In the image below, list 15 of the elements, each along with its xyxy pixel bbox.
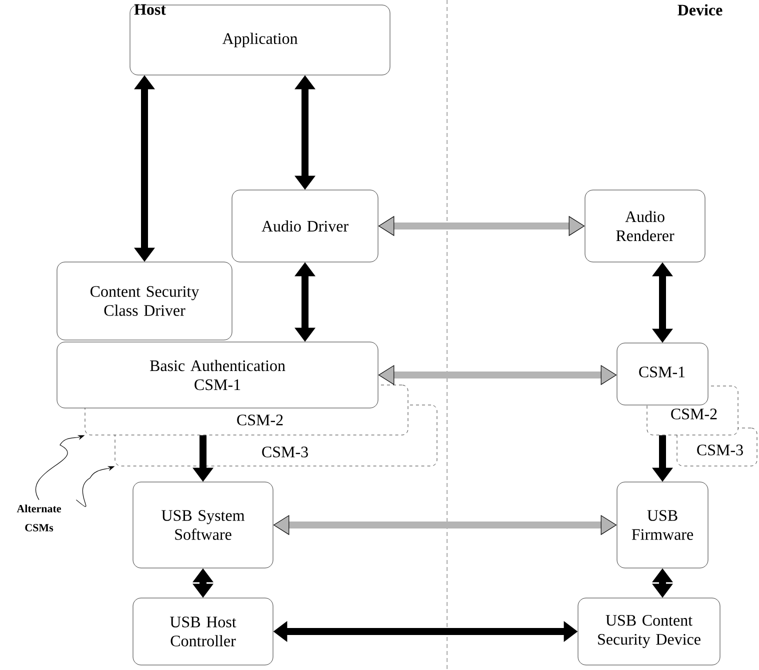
process-box: Content Security Class Driver [56, 262, 232, 340]
process-box: Basic Authentication CSM-1 [56, 342, 378, 408]
arrow [378, 364, 617, 386]
arrow [378, 216, 585, 236]
process-box: USB Host Controller [132, 598, 274, 666]
note-text: Alternate CSMs [16, 504, 62, 532]
column-heading: Host [134, 4, 166, 15]
process-box: USB System Software [132, 482, 274, 568]
process-box: Audio Renderer [584, 190, 706, 262]
process-box: USB Firmware [616, 482, 708, 568]
process-box: USB Content Security Device [578, 598, 720, 666]
column-heading: Device [678, 4, 722, 16]
arrow [273, 514, 617, 536]
process-box: Audio Driver [232, 190, 378, 262]
process-box: CSM-1 [616, 342, 708, 406]
